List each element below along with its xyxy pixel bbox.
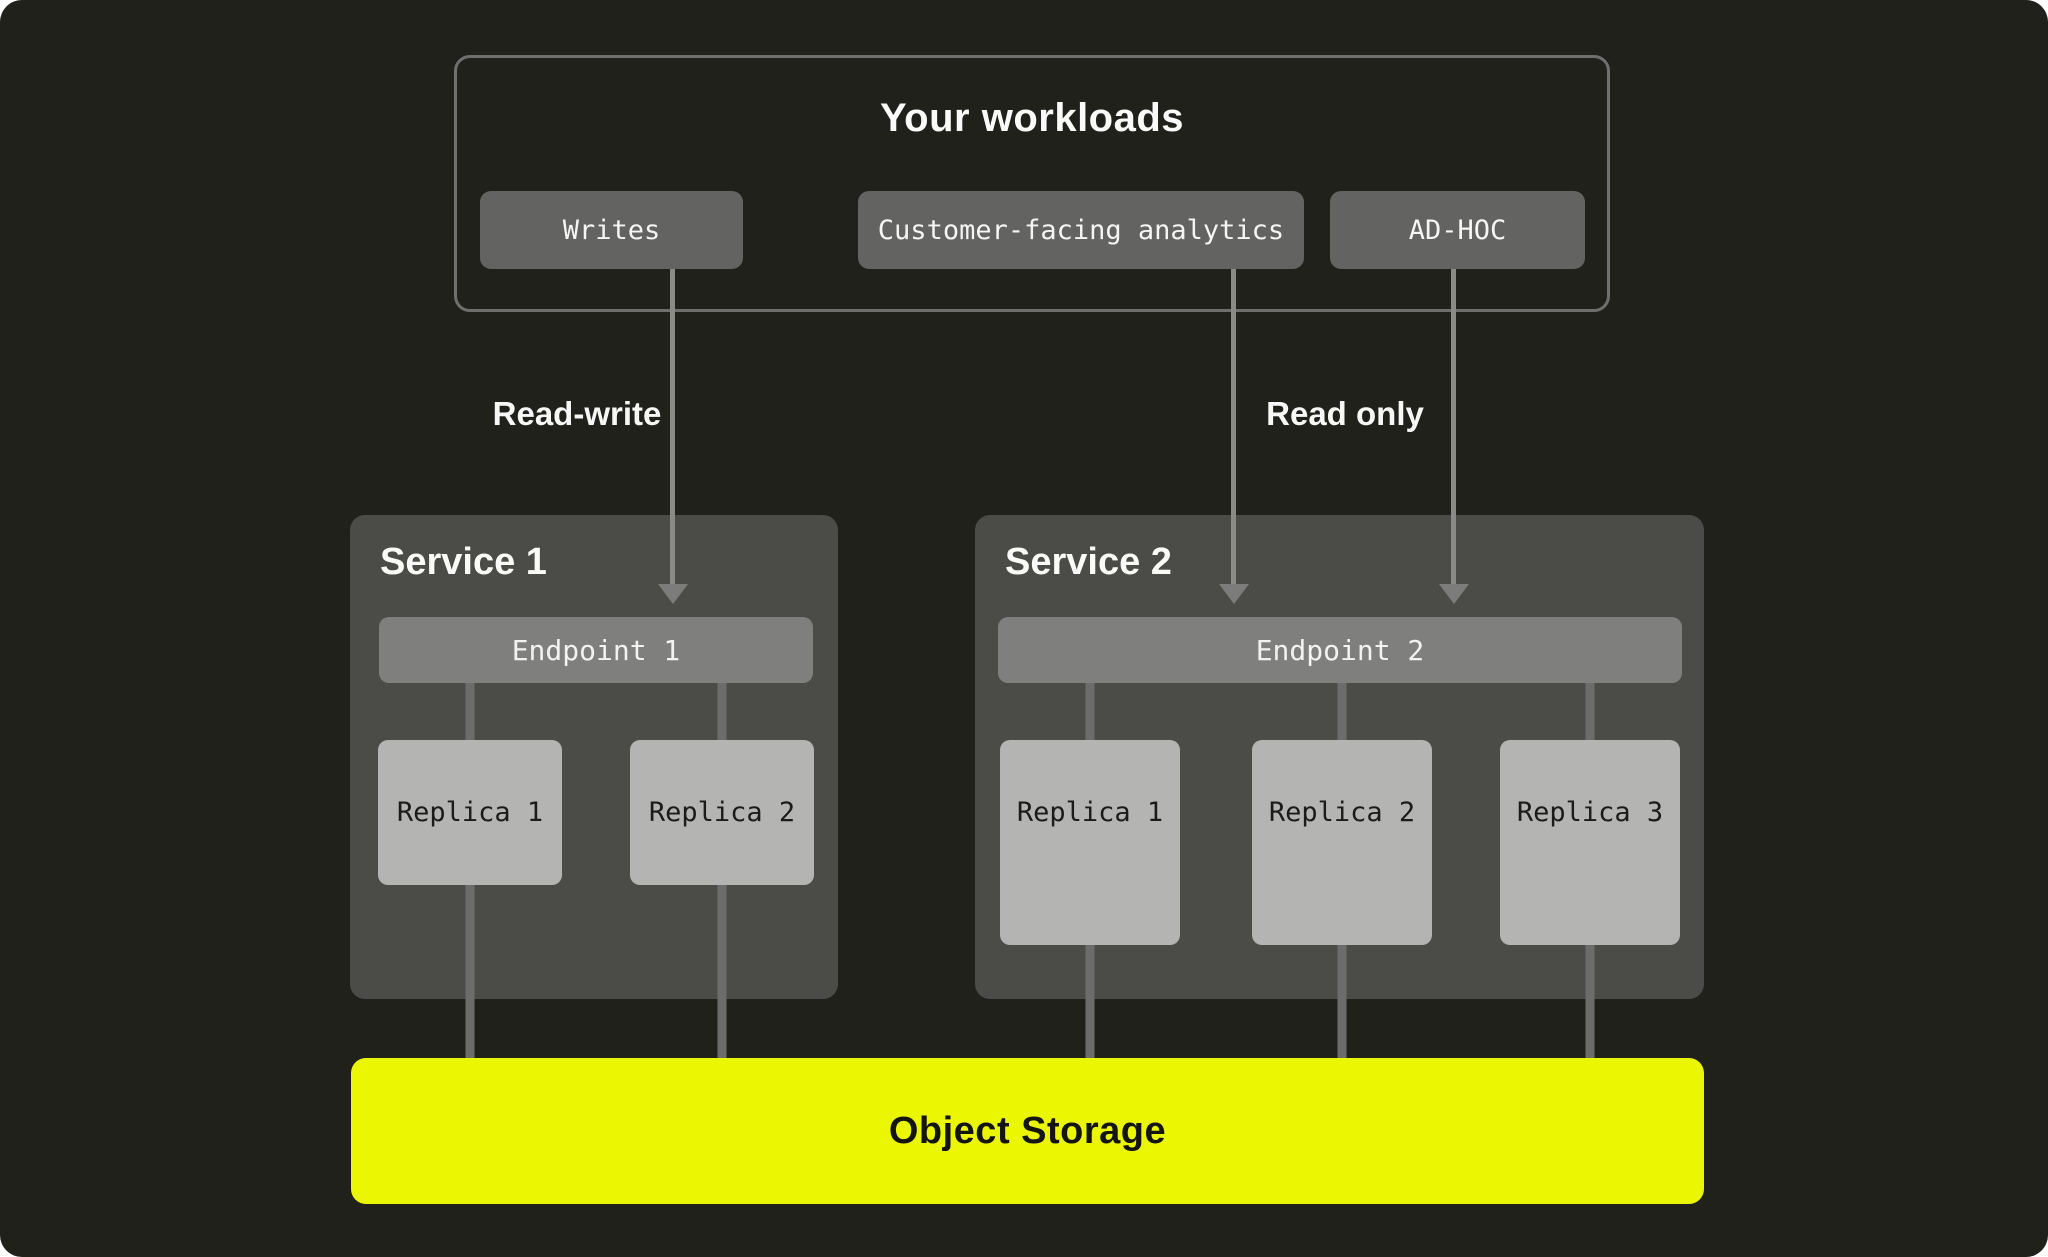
- edge-adhoc-to-endpoint2: [1451, 269, 1456, 586]
- workloads-group-title: Your workloads: [879, 96, 1185, 140]
- service1-title: Service 1: [380, 541, 547, 583]
- service2-replica1: Replica 1: [1000, 740, 1180, 945]
- object-storage-label: Object Storage: [888, 1109, 1167, 1152]
- replica-label: Replica 1: [1016, 797, 1164, 828]
- service1-replica1: Replica 1: [378, 740, 562, 885]
- endpoint-label: Endpoint 2: [1255, 633, 1425, 667]
- service2-replica3: Replica 3: [1500, 740, 1680, 945]
- edge-writes-to-endpoint1: [670, 269, 675, 586]
- edge-analytics-to-endpoint2: [1231, 269, 1236, 586]
- replica-label: Replica 2: [648, 797, 796, 828]
- object-storage-bar: Object Storage: [351, 1058, 1704, 1204]
- replica-label: Replica 1: [396, 797, 544, 828]
- workload-chip-ad-hoc: AD-HOC: [1330, 191, 1585, 269]
- service1-endpoint: Endpoint 1: [379, 617, 813, 683]
- service1-replica2: Replica 2: [630, 740, 814, 885]
- workload-chip-label: AD-HOC: [1408, 214, 1507, 246]
- service2-endpoint: Endpoint 2: [998, 617, 1682, 683]
- workload-chip-writes: Writes: [480, 191, 743, 269]
- workloads-group-outline: [454, 55, 1610, 312]
- arrow-down-icon: [1439, 584, 1469, 604]
- arrow-down-icon: [1219, 584, 1249, 604]
- service2-title: Service 2: [1005, 541, 1172, 583]
- endpoint-label: Endpoint 1: [511, 633, 681, 667]
- service2-replica2: Replica 2: [1252, 740, 1432, 945]
- edge-label-read-only: Read only: [1266, 395, 1424, 432]
- replica-label: Replica 2: [1268, 797, 1416, 828]
- workload-chip-customer-facing-analytics: Customer-facing analytics: [858, 191, 1304, 269]
- workload-chip-label: Customer-facing analytics: [877, 214, 1285, 246]
- edge-label-read-write: Read-write: [492, 395, 662, 432]
- workload-chip-label: Writes: [562, 214, 661, 246]
- replica-label: Replica 3: [1516, 797, 1664, 828]
- arrow-down-icon: [658, 584, 688, 604]
